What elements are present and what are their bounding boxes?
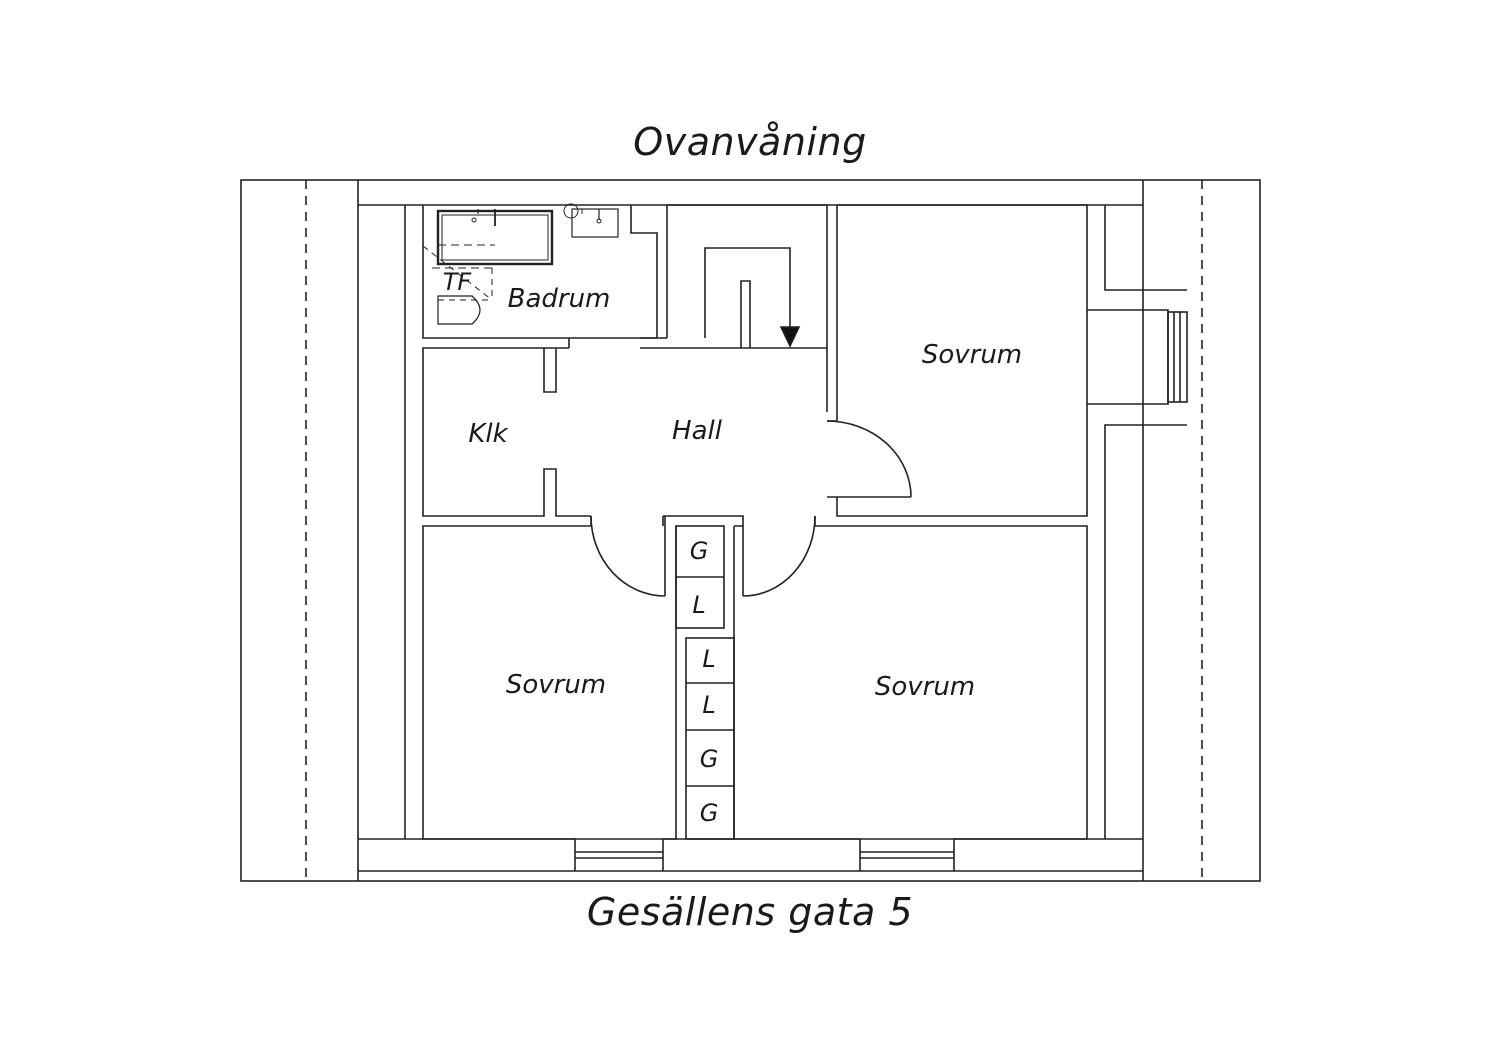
closet-label: G [700,745,719,773]
door-swing-ne [826,420,912,498]
window-bottom-left [574,839,664,871]
outer-wall [240,179,1261,882]
stair-wall [666,204,828,412]
closet-label: L [692,591,705,619]
address-label: Gesällens gata 5 [586,890,914,934]
closet-label: L [702,645,715,673]
window-bottom-right [859,839,955,871]
sink [571,208,619,238]
room-label-badrum: Badrum [508,284,611,314]
sovrum-ne-wall [836,204,1088,517]
plan-title: Ovanvåning [633,120,867,164]
room-label-tf: TF [443,268,473,296]
closet-label: G [690,537,709,565]
room-label-sovrum-se: Sovrum [875,672,975,702]
stairs [704,247,791,340]
closet-label: G [700,799,719,827]
badrum-wall [422,205,658,339]
door-swing-se [742,515,816,597]
stair-arrow-icon [779,326,801,348]
room-label-sovrum-ne: Sovrum [922,340,1022,370]
closet-label: L [702,691,715,719]
room-label-hall: Hall [672,416,723,446]
door-swing-sw [590,515,666,597]
toilet [437,295,481,325]
room-label-sovrum-sw: Sovrum [506,670,606,700]
room-label-klk: Klk [468,419,508,449]
dormer-window [1167,311,1188,403]
